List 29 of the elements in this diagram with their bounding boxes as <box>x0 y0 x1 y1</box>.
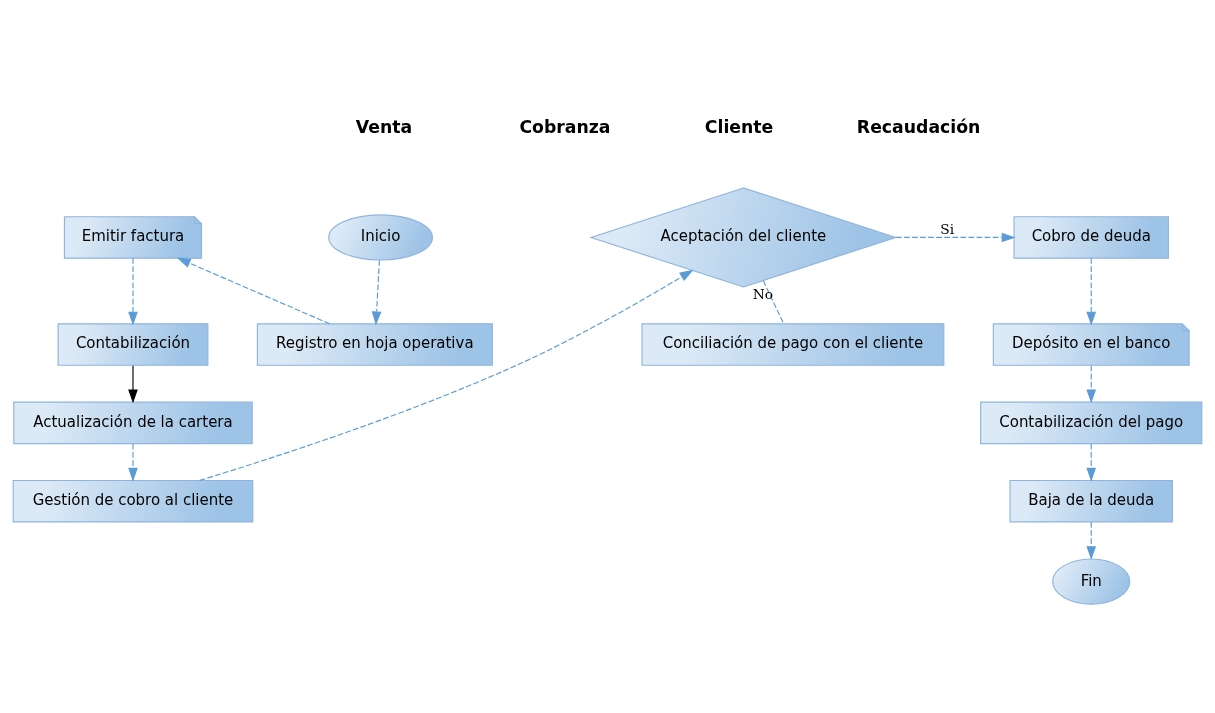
arrow <box>1086 521 1097 560</box>
node-diamond: Aceptación del cliente <box>589 186 898 288</box>
arrow <box>128 364 138 403</box>
arrow <box>371 259 382 325</box>
node-box: Contabilización del pago <box>980 401 1203 444</box>
label: Cobranza <box>519 116 611 137</box>
arrow <box>1086 257 1097 325</box>
node-box: Baja de la deuda <box>1009 479 1173 522</box>
connector <box>762 279 785 324</box>
arrow <box>128 257 138 325</box>
node-box: Registro en hoja operativa <box>256 322 493 366</box>
node-box: Conciliación de pago con el cliente <box>641 322 945 366</box>
node-box: Cobro de deuda <box>1013 215 1169 259</box>
arrow <box>895 232 1016 242</box>
edge-label: Si <box>940 220 955 237</box>
node-ellipse: Inicio <box>328 213 434 261</box>
arrow <box>1086 364 1097 403</box>
arrow <box>128 442 138 482</box>
edge-label: No <box>752 285 774 302</box>
node-box: Contabilización <box>57 322 209 366</box>
label: Cliente <box>704 116 774 137</box>
node-box: Gestión de cobro al cliente <box>12 479 254 522</box>
node-box: Actualización de la cartera <box>13 401 253 444</box>
arrow <box>176 257 331 324</box>
node-ellipse: Fin <box>1052 557 1131 605</box>
arrow <box>199 269 694 481</box>
label: Recaudación <box>856 116 981 137</box>
label: Venta <box>355 116 413 137</box>
arrow <box>1086 442 1097 482</box>
